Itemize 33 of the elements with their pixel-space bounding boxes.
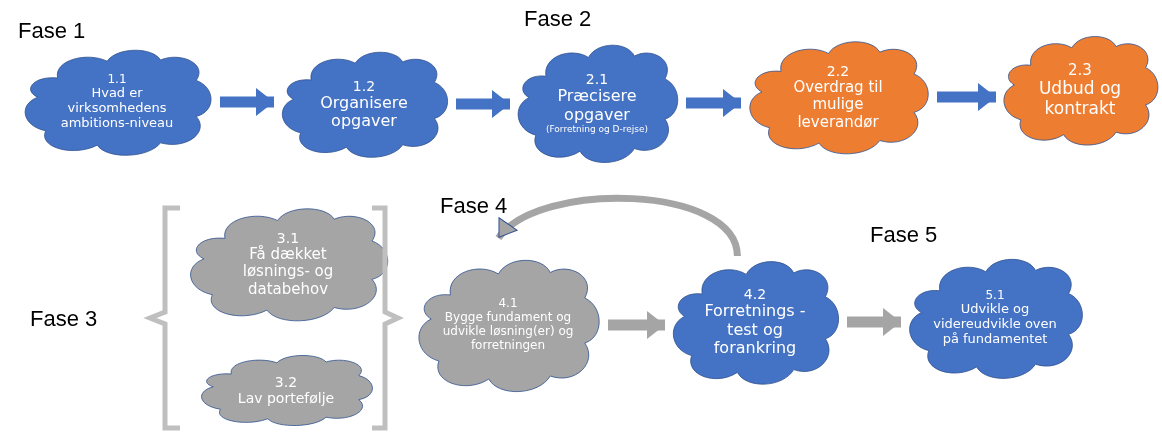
- step-title: Lav portefølje: [237, 390, 335, 407]
- step-title: Forretnings -test og forankring: [703, 302, 807, 358]
- step-title: Præcisere opgaver: [556, 87, 638, 125]
- phase-label: Fase 4: [440, 193, 508, 219]
- phase-label: Fase 2: [524, 6, 592, 32]
- step-number: 1.1: [107, 72, 127, 87]
- step-number: 4.2: [743, 286, 767, 303]
- block-arrow: [937, 83, 996, 111]
- step-note: (Forretning og D-rejse): [546, 124, 648, 135]
- step-number: 4.1: [498, 297, 518, 311]
- block-arrow: [608, 311, 665, 339]
- step-number: 2.3: [1068, 61, 1092, 80]
- step-number: 3.1: [276, 230, 300, 247]
- phase-label: Fase 3: [30, 306, 98, 332]
- step-title: Organisere opgaver: [319, 93, 409, 131]
- step-title: Udbud og kontrakt: [1037, 79, 1123, 119]
- curved-arrow: [495, 195, 741, 257]
- step-number: 1.2: [352, 77, 376, 94]
- step-number: 2.1: [585, 71, 609, 88]
- phase-label: Fase 5: [870, 222, 938, 248]
- block-arrow: [686, 89, 741, 117]
- step-number: 2.2: [826, 63, 850, 80]
- step-number: 5.1: [985, 288, 1005, 303]
- phase-label: Fase 1: [18, 18, 86, 44]
- block-arrow: [220, 88, 274, 116]
- block-arrow: [456, 90, 510, 118]
- step-title: Hvad er virksomhedens ambitions-niveau: [59, 86, 175, 132]
- block-arrow: [847, 308, 901, 336]
- step-title: Udvikle og videreudvikle oven på fundamentet: [932, 302, 1058, 348]
- step-number: 3.2: [274, 373, 298, 390]
- step-title: Bygge fundament og udvikle løsning(er) og forretningen: [441, 311, 575, 353]
- step-title: Få dækket løsnings- og databehov: [241, 246, 335, 298]
- step-title: Overdrag til mulige leverandør: [792, 79, 884, 131]
